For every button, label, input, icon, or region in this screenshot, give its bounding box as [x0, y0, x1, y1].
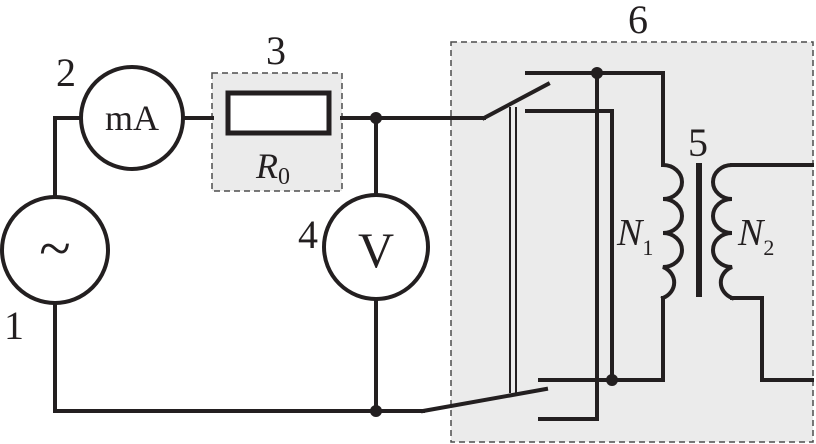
- number-6: 6: [628, 0, 648, 42]
- voltmeter-icon: V: [322, 193, 430, 301]
- secondary-label: N2: [737, 212, 774, 260]
- primary-symbol: N: [616, 212, 645, 254]
- resistor-label: R0: [255, 146, 290, 190]
- number-5: 5: [688, 120, 708, 165]
- junction-dot: [370, 405, 382, 417]
- ac-source-icon: ~: [0, 195, 110, 305]
- number-2: 2: [56, 50, 76, 95]
- resistor-icon: [225, 90, 332, 136]
- switch-icon: [420, 67, 665, 421]
- resistor-symbol: R: [255, 146, 278, 186]
- ammeter-symbol: mA: [105, 98, 159, 138]
- secondary-symbol: N: [737, 212, 766, 254]
- voltmeter-symbol: V: [358, 222, 394, 278]
- number-3: 3: [266, 28, 286, 73]
- resistor-subscript: 0: [278, 164, 290, 190]
- left-wiring: [53, 116, 486, 413]
- secondary-subscript: 2: [763, 235, 774, 260]
- ammeter-icon: mA: [79, 65, 185, 171]
- source-symbol: ~: [39, 216, 70, 281]
- transformer-icon: [660, 162, 814, 382]
- enclosure-box: [450, 41, 814, 443]
- primary-subscript: 1: [642, 235, 653, 260]
- number-1: 1: [4, 303, 24, 348]
- primary-label: N1: [616, 212, 653, 260]
- junction-dot: [370, 112, 382, 124]
- number-4: 4: [298, 212, 318, 257]
